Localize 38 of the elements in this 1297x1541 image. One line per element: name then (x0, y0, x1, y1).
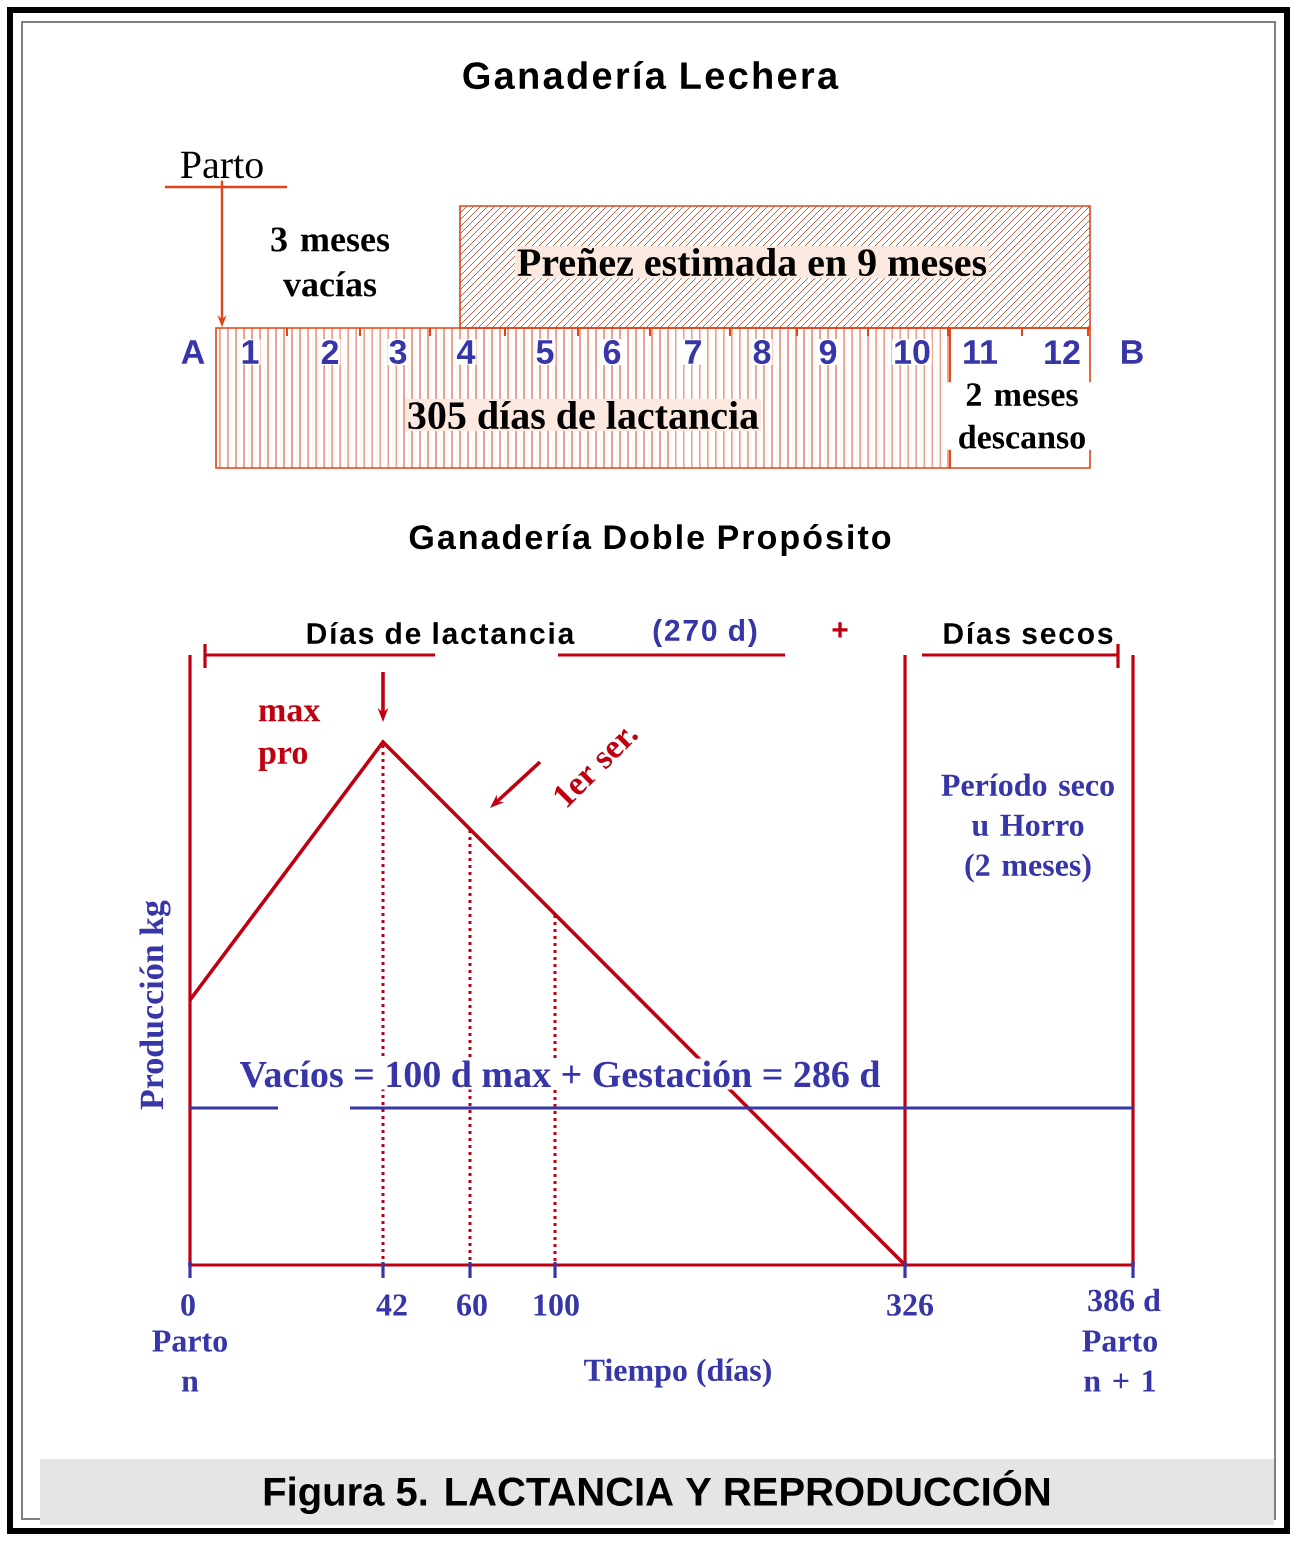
month-number: A (179, 339, 207, 365)
month-number: 9 (817, 338, 839, 366)
annotation: 1er ser. (554, 728, 638, 808)
note-text: Vacíos = 100 d max + Gestación = 286 d (237, 1058, 883, 1090)
tick-label: 326 (887, 1294, 934, 1316)
axis-note: Parto n (152, 1330, 227, 1392)
heading: Ganadería Doble Propósito (409, 524, 891, 556)
bracket-label: (270 d) (653, 619, 757, 647)
month-number: 3 (387, 338, 409, 366)
tick-label: 42 (376, 1294, 407, 1316)
tick-label: 0 (181, 1294, 195, 1316)
note-text: 3 meses vacías (271, 227, 390, 297)
month-number: 12 (1042, 339, 1082, 365)
month-number: B (1118, 339, 1146, 365)
annotation: max pro (258, 705, 321, 771)
tick-label: 100 (534, 1294, 579, 1316)
month-number: 6 (601, 338, 623, 366)
axis-title: Tiempo (días) (584, 1358, 771, 1388)
pregnancy-bar: Preñez estimada en 9 meses (459, 205, 1091, 329)
month-number: 5 (534, 339, 556, 365)
tick-label: 386 d (1088, 1288, 1161, 1312)
period-text: Período seco u Horro (2 meses) (941, 773, 1114, 883)
parto-text: Parto (165, 151, 287, 189)
month-number: 1 (239, 339, 261, 365)
month-number: 8 (751, 338, 773, 366)
month-number: 10 (892, 338, 932, 366)
month-number: 7 (682, 339, 704, 365)
heading: Ganadería Lechera (463, 60, 839, 90)
month-number: 11 (961, 339, 999, 365)
tick-label: 60 (457, 1294, 487, 1316)
month-number: 2 (319, 339, 341, 365)
plus-sign: + (832, 622, 848, 638)
bracket-label: Días de lactancia (307, 621, 575, 645)
axis-note: Parto n + 1 (1082, 1330, 1157, 1392)
axis-title: Producción kg (139, 900, 171, 1110)
bracket-label: Días secos (944, 621, 1113, 645)
month-number: 4 (455, 339, 477, 365)
caption-bar: Figura 5. LACTANCIA Y REPRODUCCIÓN (40, 1459, 1274, 1525)
